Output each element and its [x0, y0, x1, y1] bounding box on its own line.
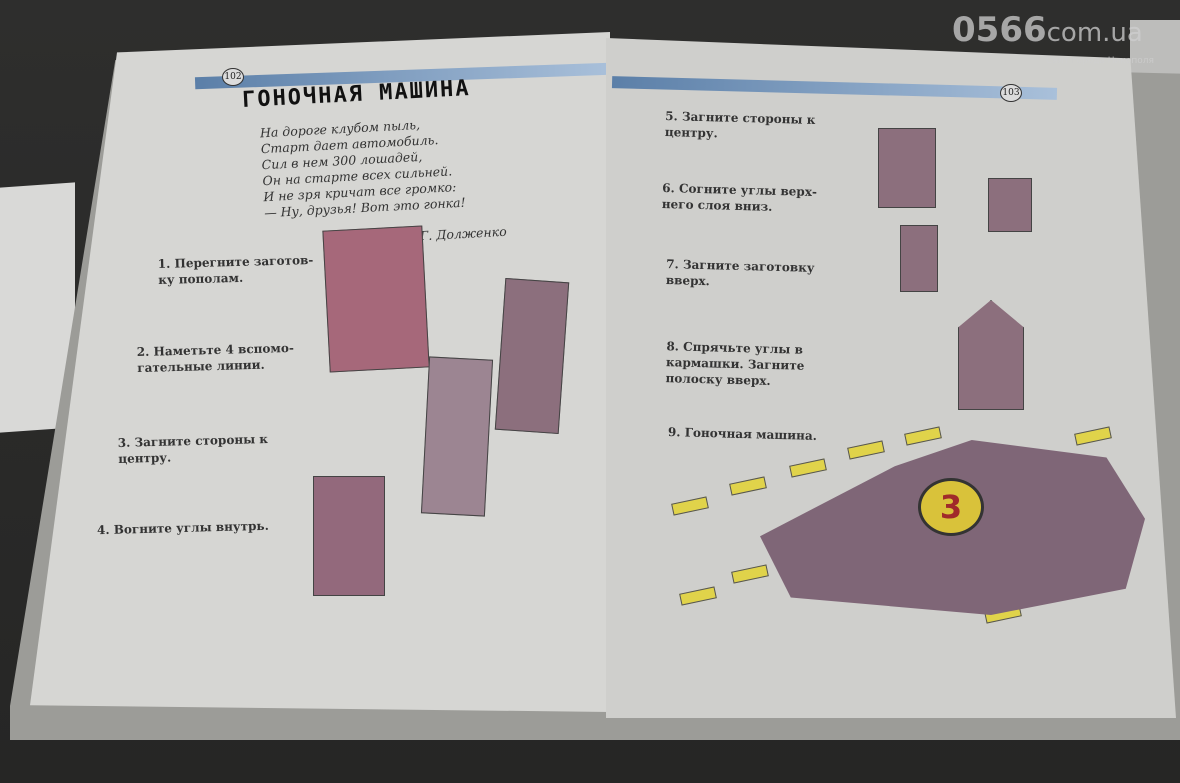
watermark-logo-line: 0566com.ua [952, 12, 1154, 54]
fold-diagram-8 [958, 300, 1024, 410]
watermark-tagline: Сайт города Никополя [1046, 56, 1154, 66]
fold-diagram-1 [322, 225, 430, 373]
step-5: 5. Загните стороны к центру. [664, 109, 816, 141]
fold-diagram-2 [494, 277, 570, 435]
fold-diagram-4 [313, 476, 385, 596]
step-2: 2. Наметьте 4 вспомо- гательные линии. [136, 340, 295, 376]
step-3: 3. Загните стороны к центру. [117, 432, 269, 466]
step-8: 8. Спрячьте углы в кармашки. Загните пол… [665, 339, 805, 388]
poem: На дороге клубом пыль, Старт дает автомо… [260, 115, 466, 221]
watermark-domain: com.ua [1046, 18, 1143, 48]
step-1: 1. Перегните заготов- ку пополам. [157, 252, 314, 288]
car-number-badge: 3 [918, 478, 984, 536]
step-7: 7. Загните заготовку вверх. [665, 257, 815, 289]
watermark-logo: 0566com.ua Сайт города Никополя [952, 12, 1154, 67]
page-number: 103 [1000, 84, 1022, 102]
page-number: 102 [222, 68, 244, 86]
fold-diagram-7 [900, 225, 938, 292]
fold-diagram-5 [878, 128, 936, 208]
fold-diagram-6 [988, 178, 1032, 232]
fold-diagram-3 [420, 356, 494, 517]
step-6: 6. Согните углы верх- него слоя вниз. [661, 180, 818, 214]
watermark-number: 0566 [952, 10, 1047, 50]
